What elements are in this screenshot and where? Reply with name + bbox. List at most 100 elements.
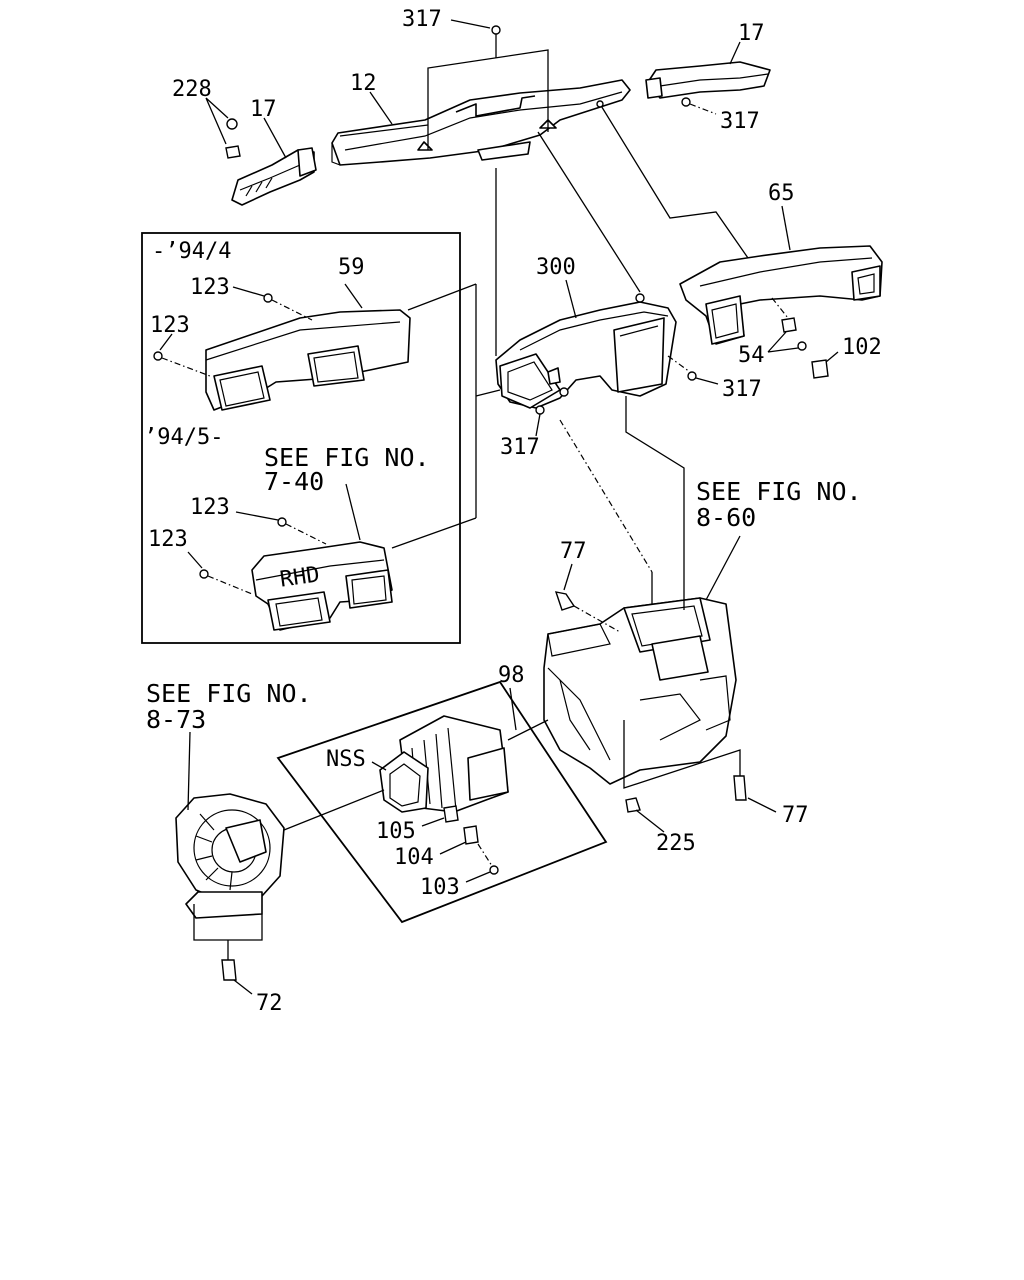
- center-defroster-duct: [331, 79, 631, 166]
- clip-123-d-icon: [199, 569, 209, 579]
- label-103: 103: [420, 875, 460, 900]
- ref-8-60-line1: SEE FIG NO.: [696, 477, 862, 506]
- mount-bracket-top: [427, 49, 549, 150]
- clip-123-a-icon: [263, 293, 273, 303]
- leader-7-40: [345, 483, 361, 541]
- duct-98-frame: [276, 680, 608, 924]
- clip-102-icon: [811, 359, 829, 379]
- label-104: 104: [394, 845, 434, 870]
- label-123-a: 123: [190, 275, 230, 300]
- screw-77-bottom-icon: [733, 775, 747, 801]
- leader-123-c: [235, 511, 279, 521]
- screw-317-right-icon: [681, 97, 691, 107]
- label-300: 300: [536, 255, 576, 280]
- dash-123-b: [161, 357, 211, 377]
- label-59: 59: [338, 255, 365, 280]
- leader-17-left: [263, 117, 287, 159]
- blower-unit: [175, 793, 285, 919]
- leader-317-low: [535, 413, 541, 437]
- leader-104: [439, 841, 467, 855]
- screw-317-mid-icon: [687, 371, 697, 381]
- rear-heater-duct-late: [251, 541, 393, 631]
- inset-link-top: [407, 283, 477, 311]
- leader-103: [465, 871, 491, 883]
- late-range-label: ’94/5-: [144, 425, 223, 450]
- label-123-b: 123: [150, 313, 190, 338]
- leader-105: [421, 817, 445, 827]
- clip-104-icon: [463, 825, 479, 845]
- variant-inset-frame: [141, 232, 461, 644]
- center-vent-duct: [495, 301, 677, 409]
- inset-link-bottom: [391, 517, 477, 549]
- dash-123-a: [271, 299, 313, 321]
- label-12: 12: [350, 71, 377, 96]
- label-77-top: 77: [560, 539, 587, 564]
- ref-7-40-line1: SEE FIG NO.: [264, 443, 430, 472]
- link-98-to-heater: [507, 719, 549, 741]
- nut-228-icon: [225, 145, 241, 159]
- dash-123-c: [285, 523, 327, 545]
- ref-8-73-line1: SEE FIG NO.: [146, 679, 312, 708]
- screw-317-300-icon: [635, 293, 645, 303]
- dash-123-d: [207, 575, 253, 595]
- leader-77-top: [563, 563, 573, 591]
- blower-bracket: [193, 904, 263, 960]
- leader-123-b: [159, 333, 173, 351]
- label-54: 54: [738, 343, 765, 368]
- clip-105-icon: [443, 805, 459, 823]
- leader-8-73: [187, 731, 191, 811]
- clip-123-c-icon: [277, 517, 287, 527]
- leader-12: [369, 91, 393, 125]
- left-side-vent-duct: [231, 147, 317, 206]
- link-12-dot-icon: [596, 100, 604, 108]
- link-12-to-300-b: [537, 131, 641, 293]
- intake-duct-98: [379, 715, 509, 813]
- leader-317-top: [450, 19, 491, 29]
- screw-77-top-icon: [554, 591, 576, 611]
- leader-54: [767, 331, 799, 353]
- leader-65: [781, 205, 791, 251]
- leader-300: [565, 279, 577, 319]
- leader-123-d: [187, 551, 203, 569]
- label-123-d: 123: [148, 527, 188, 552]
- label-77-bottom: 77: [782, 803, 809, 828]
- label-72: 72: [256, 991, 283, 1016]
- inset-link-duct300: [475, 389, 501, 397]
- label-225: 225: [656, 831, 696, 856]
- leader-98: [509, 687, 517, 731]
- label-17-right: 17: [738, 21, 765, 46]
- screw-317-low-b-icon: [535, 405, 545, 415]
- ref-7-40-line2: 7-40: [264, 467, 324, 496]
- leader-123-a: [232, 286, 265, 297]
- heater-bracket-lower: [623, 720, 741, 789]
- link-300-to-heater: [625, 396, 685, 610]
- dash-103: [477, 843, 493, 867]
- leader-nss: [371, 761, 387, 771]
- leader-72: [233, 979, 253, 995]
- clip-103-icon: [489, 865, 499, 875]
- label-228: 228: [172, 77, 212, 102]
- leader-59: [344, 283, 363, 309]
- link-12-to-65: [599, 103, 749, 259]
- right-rear-duct: [679, 245, 883, 345]
- bolt-54-icon: [781, 317, 797, 333]
- rear-heater-duct-early: [205, 309, 411, 411]
- dash-54: [771, 297, 789, 319]
- early-range-label: -’94/4: [152, 239, 231, 264]
- clip-225-icon: [625, 797, 641, 813]
- label-317-right-top: 317: [720, 109, 760, 134]
- bolt-228-icon: [226, 118, 238, 130]
- bolt-54-b-icon: [797, 341, 807, 351]
- label-123-c: 123: [190, 495, 230, 520]
- screw-317-low-icon: [559, 387, 569, 397]
- leader-228: [205, 97, 229, 145]
- screw-317-top-icon: [491, 25, 501, 35]
- leader-17-right: [729, 41, 741, 65]
- label-317-mid: 317: [722, 377, 762, 402]
- ref-8-60-line2: 8-60: [696, 503, 756, 532]
- dash-317-mid: [667, 355, 691, 373]
- leader-8-60: [705, 535, 741, 601]
- ref-8-73-line2: 8-73: [146, 705, 206, 734]
- right-side-vent-duct: [645, 61, 771, 99]
- label-105: 105: [376, 819, 416, 844]
